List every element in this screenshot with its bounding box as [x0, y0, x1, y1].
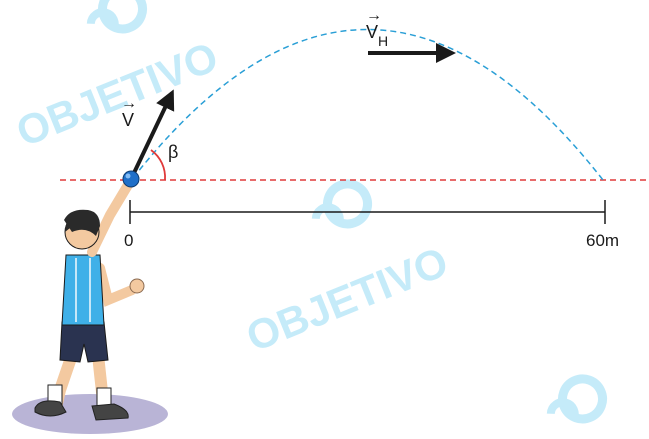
velocity-label: V: [122, 110, 134, 130]
watermark-text-2: OBJETIVO: [240, 237, 455, 360]
ground-shadow: [12, 394, 168, 434]
watermark-top-left: OBJETIVO: [10, 0, 225, 156]
athlete-figure: [12, 180, 168, 434]
horizontal-velocity-arrow-over: →: [366, 7, 382, 24]
horizontal-velocity-label: V: [366, 22, 378, 42]
watermark-center: OBJETIVO: [240, 179, 455, 361]
horizontal-velocity-subscript: H: [378, 33, 388, 49]
ball: [122, 170, 140, 188]
watermark-text-1: OBJETIVO: [10, 32, 225, 155]
start-mark-label: 0: [124, 231, 133, 250]
angle-label: β: [168, 142, 178, 162]
distance-scale: [129, 200, 606, 224]
angle-arc: [150, 149, 166, 181]
velocity-arrow: [131, 89, 175, 176]
watermark-bottom-right: [546, 374, 608, 424]
velocity-arrow-over: →: [121, 95, 137, 112]
end-mark-label: 60m: [586, 231, 619, 250]
